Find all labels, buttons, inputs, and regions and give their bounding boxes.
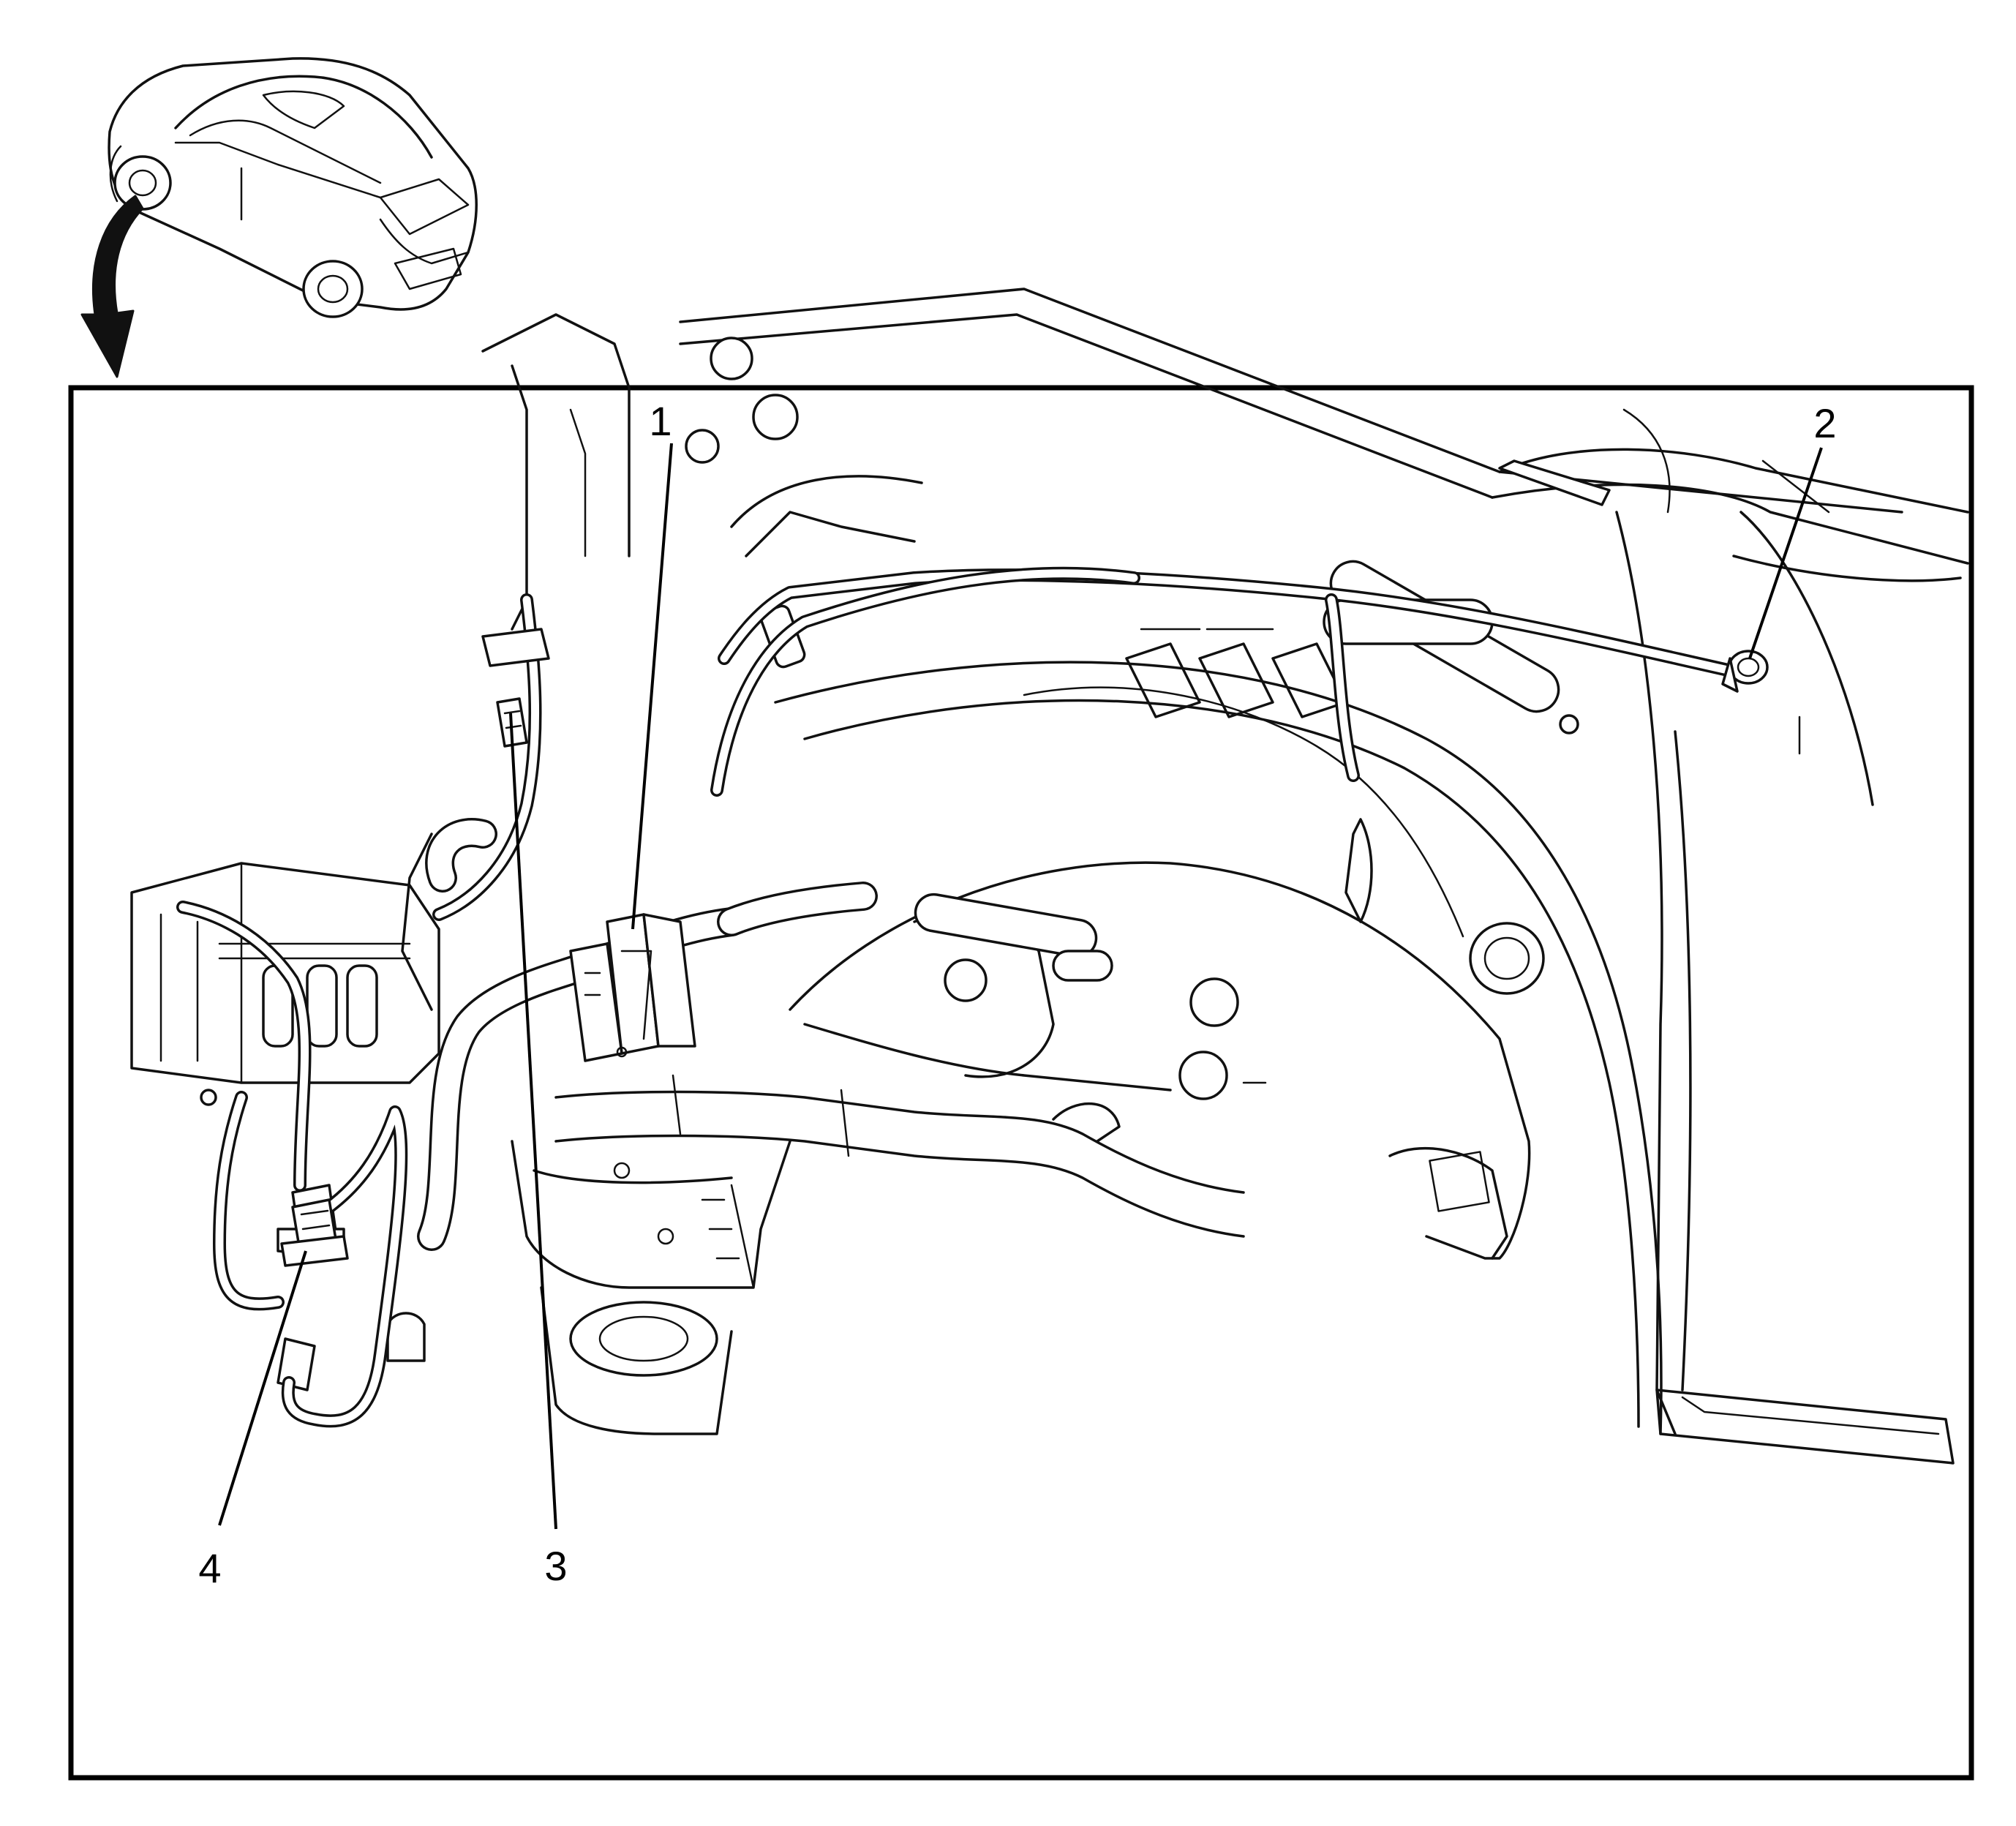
curved-arrow-icon	[80, 195, 144, 378]
callout-4-label: 4	[198, 1545, 221, 1591]
callout-1-label: 1	[649, 398, 672, 444]
detail-frame	[68, 385, 1974, 1781]
callout-2: 2	[1748, 400, 1837, 659]
callout-3-label: 3	[544, 1543, 567, 1589]
vehicle-locator-icon	[108, 57, 478, 318]
callout-2-label: 2	[1813, 400, 1836, 446]
engine-compartment-drawing	[130, 288, 1969, 1465]
component-2-grommet	[1721, 650, 1769, 693]
wiring-harness	[176, 566, 1748, 1428]
callout-1: 1	[631, 398, 673, 930]
callout-3: 3	[509, 713, 568, 1589]
component-1-connector	[569, 913, 696, 1062]
callout-4: 4	[198, 1250, 307, 1591]
component-4-connector	[280, 1198, 349, 1267]
